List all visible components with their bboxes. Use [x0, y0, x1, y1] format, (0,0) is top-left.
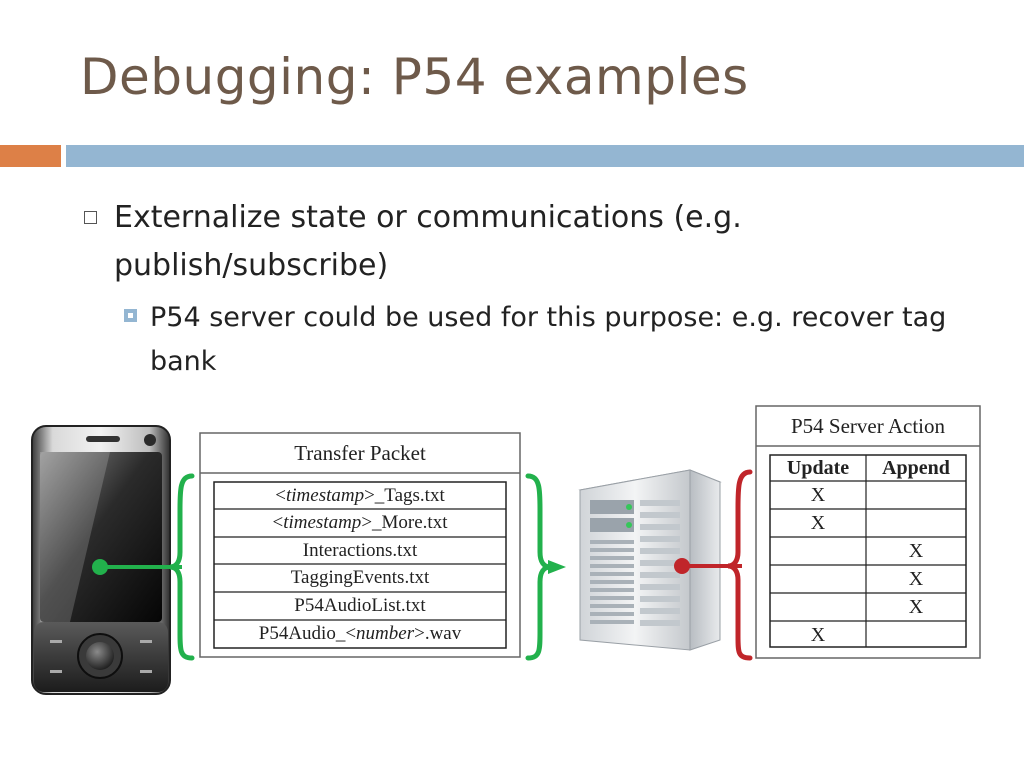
bullet-level2: P54 server could be used for this purpos…: [120, 296, 970, 384]
action-cell-update: X: [810, 484, 826, 506]
packet-file-row: P54Audio_<number>.wav: [258, 623, 462, 644]
title-accent-bar-blue: [66, 145, 1024, 167]
action-cell-append: X: [908, 596, 924, 618]
action-cell-append: X: [908, 568, 924, 590]
action-cell-append: [866, 621, 966, 649]
bullet-level2-text: P54 server could be used for this purpos…: [150, 302, 947, 377]
action-cell-append: [866, 481, 966, 509]
packet-file-row: Interactions.txt: [302, 540, 418, 561]
title-accent-bar-orange: [0, 145, 61, 167]
action-cell-update: X: [810, 624, 826, 646]
slide-title: Debugging: P54 examples: [80, 48, 749, 106]
server-action-box: [755, 405, 981, 659]
action-cell-append: [866, 509, 966, 537]
action-cell-update: [770, 593, 866, 621]
action-cell-update: X: [810, 512, 826, 534]
packet-file-row: P54AudioList.txt: [294, 595, 426, 616]
server-to-action-connector: [674, 469, 753, 661]
phone-to-packet-connector: [92, 473, 195, 661]
action-cell-append: X: [908, 540, 924, 562]
hollow-square-bullet-icon: [84, 211, 97, 224]
bullet-level1: Externalize state or communications (e.g…: [80, 194, 940, 290]
header-append: Append: [882, 457, 950, 479]
bullet-level1-text: Externalize state or communications (e.g…: [114, 200, 742, 283]
packet-file-row: <timestamp>_More.txt: [272, 512, 448, 533]
filled-square-bullet-icon: [124, 309, 137, 322]
transfer-packet-title: Transfer Packet: [294, 441, 426, 465]
transfer-packet-box: [199, 432, 521, 658]
action-cell-update: [770, 537, 866, 565]
packet-to-server-connector: [525, 473, 566, 661]
packet-file-row: <timestamp>_Tags.txt: [275, 485, 445, 506]
server-action-title: P54 Server Action: [791, 414, 945, 438]
server-tower-icon: [578, 469, 722, 651]
action-cell-update: [770, 565, 866, 593]
header-update: Update: [786, 457, 850, 479]
packet-file-row: TaggingEvents.txt: [290, 567, 430, 588]
